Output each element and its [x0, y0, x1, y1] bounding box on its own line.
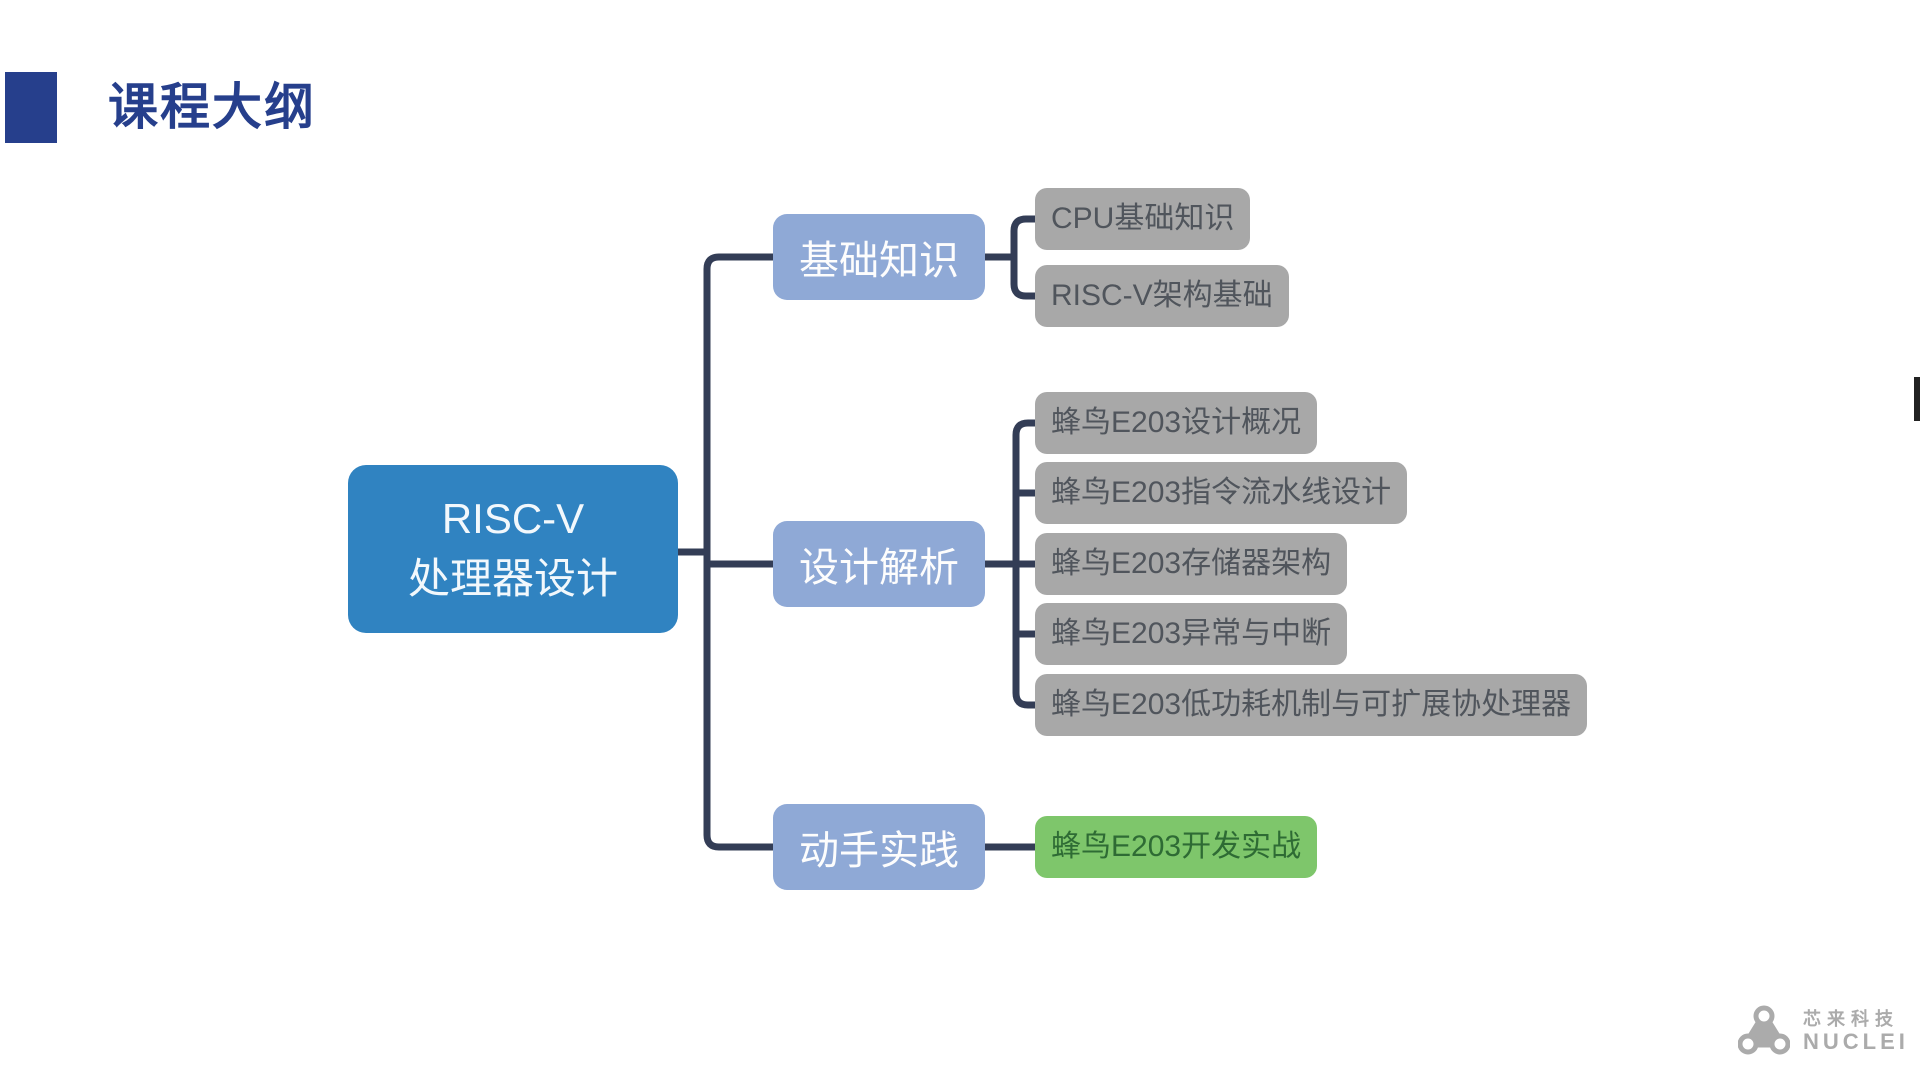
branch-node-basics: 基础知识 [773, 214, 985, 300]
child-node-e203-exception-interrupt: 蜂鸟E203异常与中断 [1035, 603, 1348, 665]
child-node-e203-dev-practice: 蜂鸟E203开发实战 [1035, 816, 1318, 878]
nuclei-logo-text: 芯来科技 NUCLEI [1803, 1008, 1909, 1054]
root-node-riscv-processor-design: RISC-V 处理器设计 [348, 465, 678, 633]
page-title: 课程大纲 [108, 79, 316, 135]
logo-company-en: NUCLEI [1803, 1029, 1909, 1054]
right-edge-scrollbar-thumb[interactable] [1914, 377, 1920, 421]
child-node-e203-pipeline-design: 蜂鸟E203指令流水线设计 [1035, 462, 1408, 524]
logo-company-cn: 芯来科技 [1803, 1009, 1899, 1029]
nuclei-logo: 芯来科技 NUCLEI [1738, 1004, 1909, 1058]
root-node-line1: RISC-V [441, 495, 585, 542]
child-node-cpu-basics: CPU基础知识 [1035, 188, 1251, 250]
child-node-e203-memory-architecture: 蜂鸟E203存储器架构 [1035, 533, 1348, 595]
branch-node-hands-on: 动手实践 [773, 804, 985, 890]
child-node-e203-design-overview: 蜂鸟E203设计概况 [1035, 392, 1318, 454]
root-node-line2: 处理器设计 [407, 555, 618, 602]
branch-node-design-analysis: 设计解析 [773, 521, 985, 607]
child-node-riscv-arch-basics: RISC-V架构基础 [1035, 265, 1289, 327]
nuclei-logo-icon [1738, 1005, 1790, 1055]
title-accent-square [5, 72, 57, 143]
child-node-e203-lowpower-coprocessor: 蜂鸟E203低功耗机制与可扩展协处理器 [1035, 674, 1588, 736]
